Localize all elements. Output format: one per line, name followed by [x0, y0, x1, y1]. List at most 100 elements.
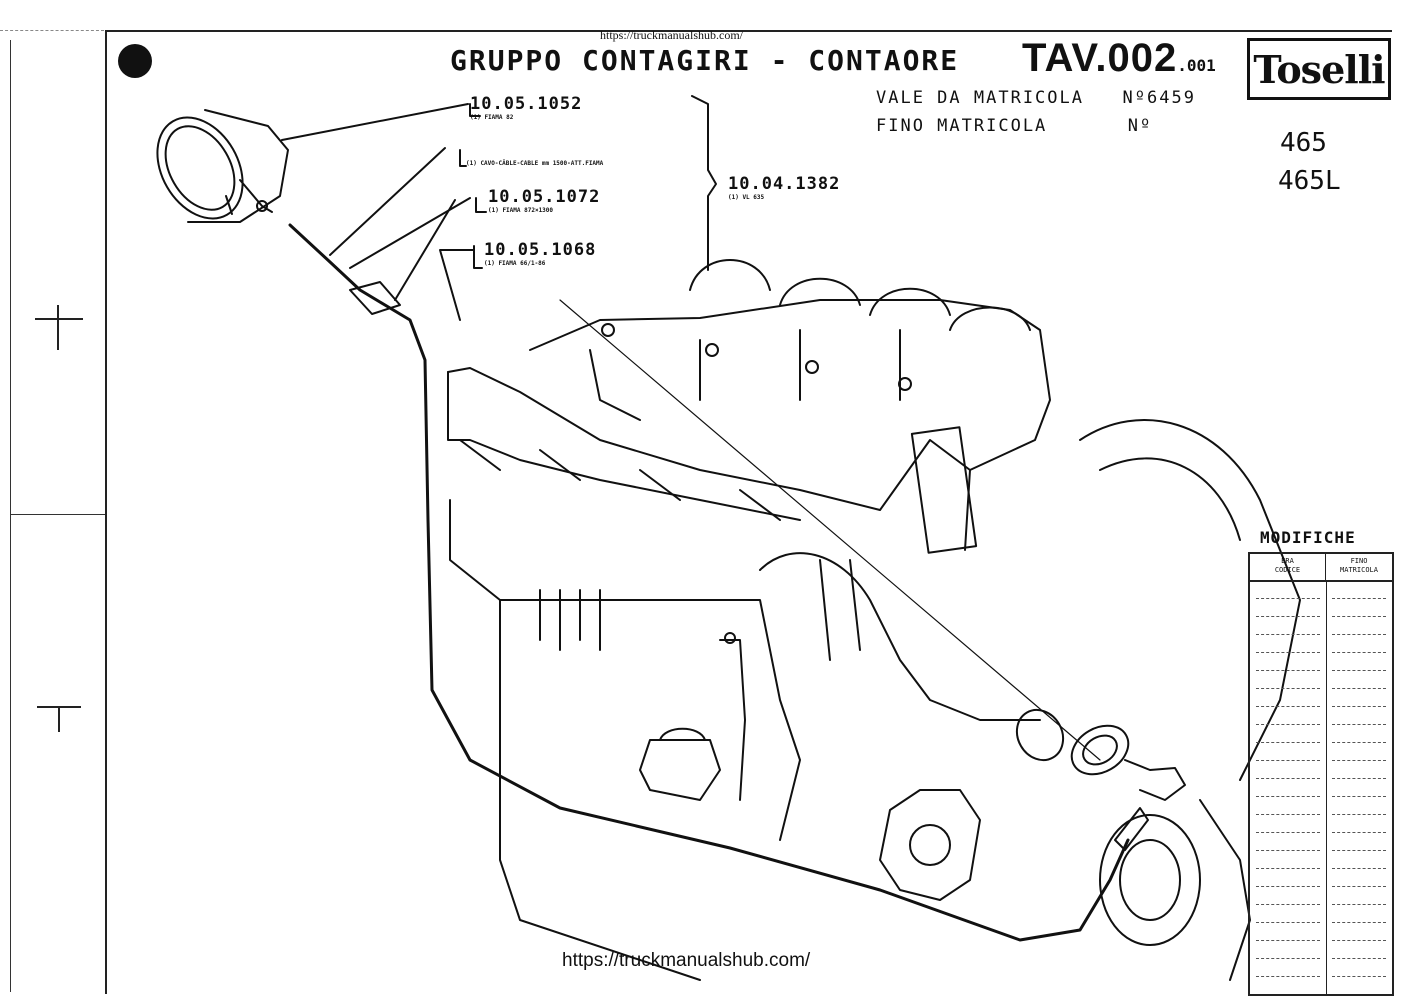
modifiche-row [1332, 904, 1386, 906]
part-note: (1) CAVO-CÂBLE-CABLE mm 1500-ATT.FIAMA [466, 160, 604, 167]
water-pipe [759, 552, 1041, 721]
part-note: (1) FIAMA 82 [470, 114, 514, 121]
model-465: 465 [1280, 128, 1327, 158]
modifiche-row [1256, 886, 1320, 888]
vale-da-matricola: VALE DA MATRICOLA Nº6459 [876, 88, 1196, 108]
top-margin-line [0, 0, 104, 31]
modifiche-row [1332, 814, 1386, 816]
modifiche-row [1256, 814, 1320, 816]
modifiche-row [1256, 724, 1320, 726]
exhaust-manifold [447, 367, 971, 551]
crosshair-mark [58, 706, 60, 732]
part-code: 10.05.1072 [488, 187, 601, 207]
modifiche-row [1256, 976, 1320, 978]
fan-pulley [1079, 419, 1301, 781]
modifiche-row [1256, 670, 1320, 672]
table-number: TAV.002.001 [1022, 36, 1216, 81]
callout-cable-fitting: 10.05.1072 (1) FIAMA 872×1300 [488, 187, 600, 214]
watermark-bottom[interactable]: https://truckmanualshub.com/ [562, 950, 811, 971]
modifiche-row [1256, 778, 1320, 780]
model-465l: 465L [1278, 166, 1341, 196]
bracket-line [691, 95, 717, 271]
crosshair-mark [35, 318, 83, 320]
col-header: ERA [1281, 557, 1294, 565]
drawing-title: GRUPPO CONTAGIRI - CONTAORE [450, 44, 960, 77]
part-note: (1) FIAMA 872×1300 [488, 207, 554, 214]
sender-icon [1015, 708, 1186, 801]
modifiche-row [1332, 670, 1386, 672]
leader-line [281, 103, 469, 141]
injector-pipe [689, 259, 771, 291]
part-code: 10.05.1068 [484, 240, 597, 260]
table-code: TAV.002 [1022, 36, 1178, 80]
crank-pulley [1099, 814, 1201, 946]
modifiche-row [1256, 796, 1320, 798]
modifiche-row [1332, 760, 1386, 762]
col-divider [1326, 582, 1327, 994]
part-code: 10.04.1382 [728, 174, 841, 194]
vale-label: VALE DA MATRICOLA [876, 88, 1084, 108]
callout-sender: 10.04.1382 (1) VL 635 [728, 174, 840, 201]
modifiche-row [1256, 958, 1320, 960]
modifiche-row [1332, 598, 1386, 600]
modifiche-row [1332, 868, 1386, 870]
margin-divider [10, 514, 105, 515]
modifiche-row [1332, 796, 1386, 798]
col-era-codice: ERA CODICE [1250, 554, 1326, 582]
sheet-border [105, 30, 1392, 994]
vale-num-label: Nº [1122, 88, 1147, 108]
leader-line [439, 249, 475, 321]
engine-top [529, 299, 1051, 471]
modifiche-row [1256, 634, 1320, 636]
modifiche-row [1256, 850, 1320, 852]
table-suffix: .001 [1177, 56, 1216, 75]
modifiche-row [1332, 940, 1386, 942]
modifiche-row [1256, 868, 1320, 870]
modifiche-row [1332, 616, 1386, 618]
sight-line [559, 299, 1101, 761]
modifiche-row [1332, 958, 1386, 960]
modifiche-row [1332, 778, 1386, 780]
modifiche-row [1332, 706, 1386, 708]
modifiche-row [1332, 724, 1386, 726]
leader-line [459, 149, 467, 167]
callout-speedometer: 10.05.1052 (1) FIAMA 82 [470, 94, 582, 121]
col-header: FINO [1350, 557, 1368, 565]
callout-cable: (1) CAVO-CÂBLE-CABLE mm 1500-ATT.FIAMA [466, 160, 603, 167]
modifiche-row [1256, 832, 1320, 834]
modifiche-row [1332, 634, 1386, 636]
drive-cable [288, 223, 1130, 942]
cover-plate [879, 789, 981, 901]
logo-text: Toselli [1253, 46, 1385, 92]
fino-num-label: Nº [1127, 116, 1153, 136]
fuel-pump [639, 739, 721, 801]
margin-left-line [10, 40, 11, 992]
modifiche-row [1332, 886, 1386, 888]
part-note: (1) FIAMA 66/1-86 [484, 260, 546, 267]
part-code: 10.05.1052 [470, 94, 583, 114]
modifiche-row [1256, 598, 1320, 600]
engine-block [449, 499, 701, 981]
leader-line [329, 147, 446, 256]
watermark-top[interactable]: https://truckmanualshub.com/ [600, 28, 743, 42]
modifiche-row [1332, 832, 1386, 834]
modifiche-row [1256, 922, 1320, 924]
part-note: (1) VL 635 [728, 194, 765, 201]
modifiche-row [1256, 760, 1320, 762]
modifiche-row [1332, 976, 1386, 978]
modifiche-row [1332, 652, 1386, 654]
modifiche-row [1332, 688, 1386, 690]
leader-line [473, 245, 483, 269]
modifiche-row [1256, 706, 1320, 708]
modifiche-title: MODIFICHE [1260, 528, 1356, 547]
leader-line [475, 197, 487, 213]
modifiche-row [1256, 940, 1320, 942]
cable-nut [349, 281, 401, 315]
speedometer-icon [156, 109, 289, 223]
toselli-logo: Toselli [1247, 38, 1391, 100]
col-header: MATRICOLA [1340, 566, 1378, 574]
modifiche-row [1256, 904, 1320, 906]
col-header: CODICE [1274, 566, 1301, 574]
leader-line [349, 197, 471, 269]
